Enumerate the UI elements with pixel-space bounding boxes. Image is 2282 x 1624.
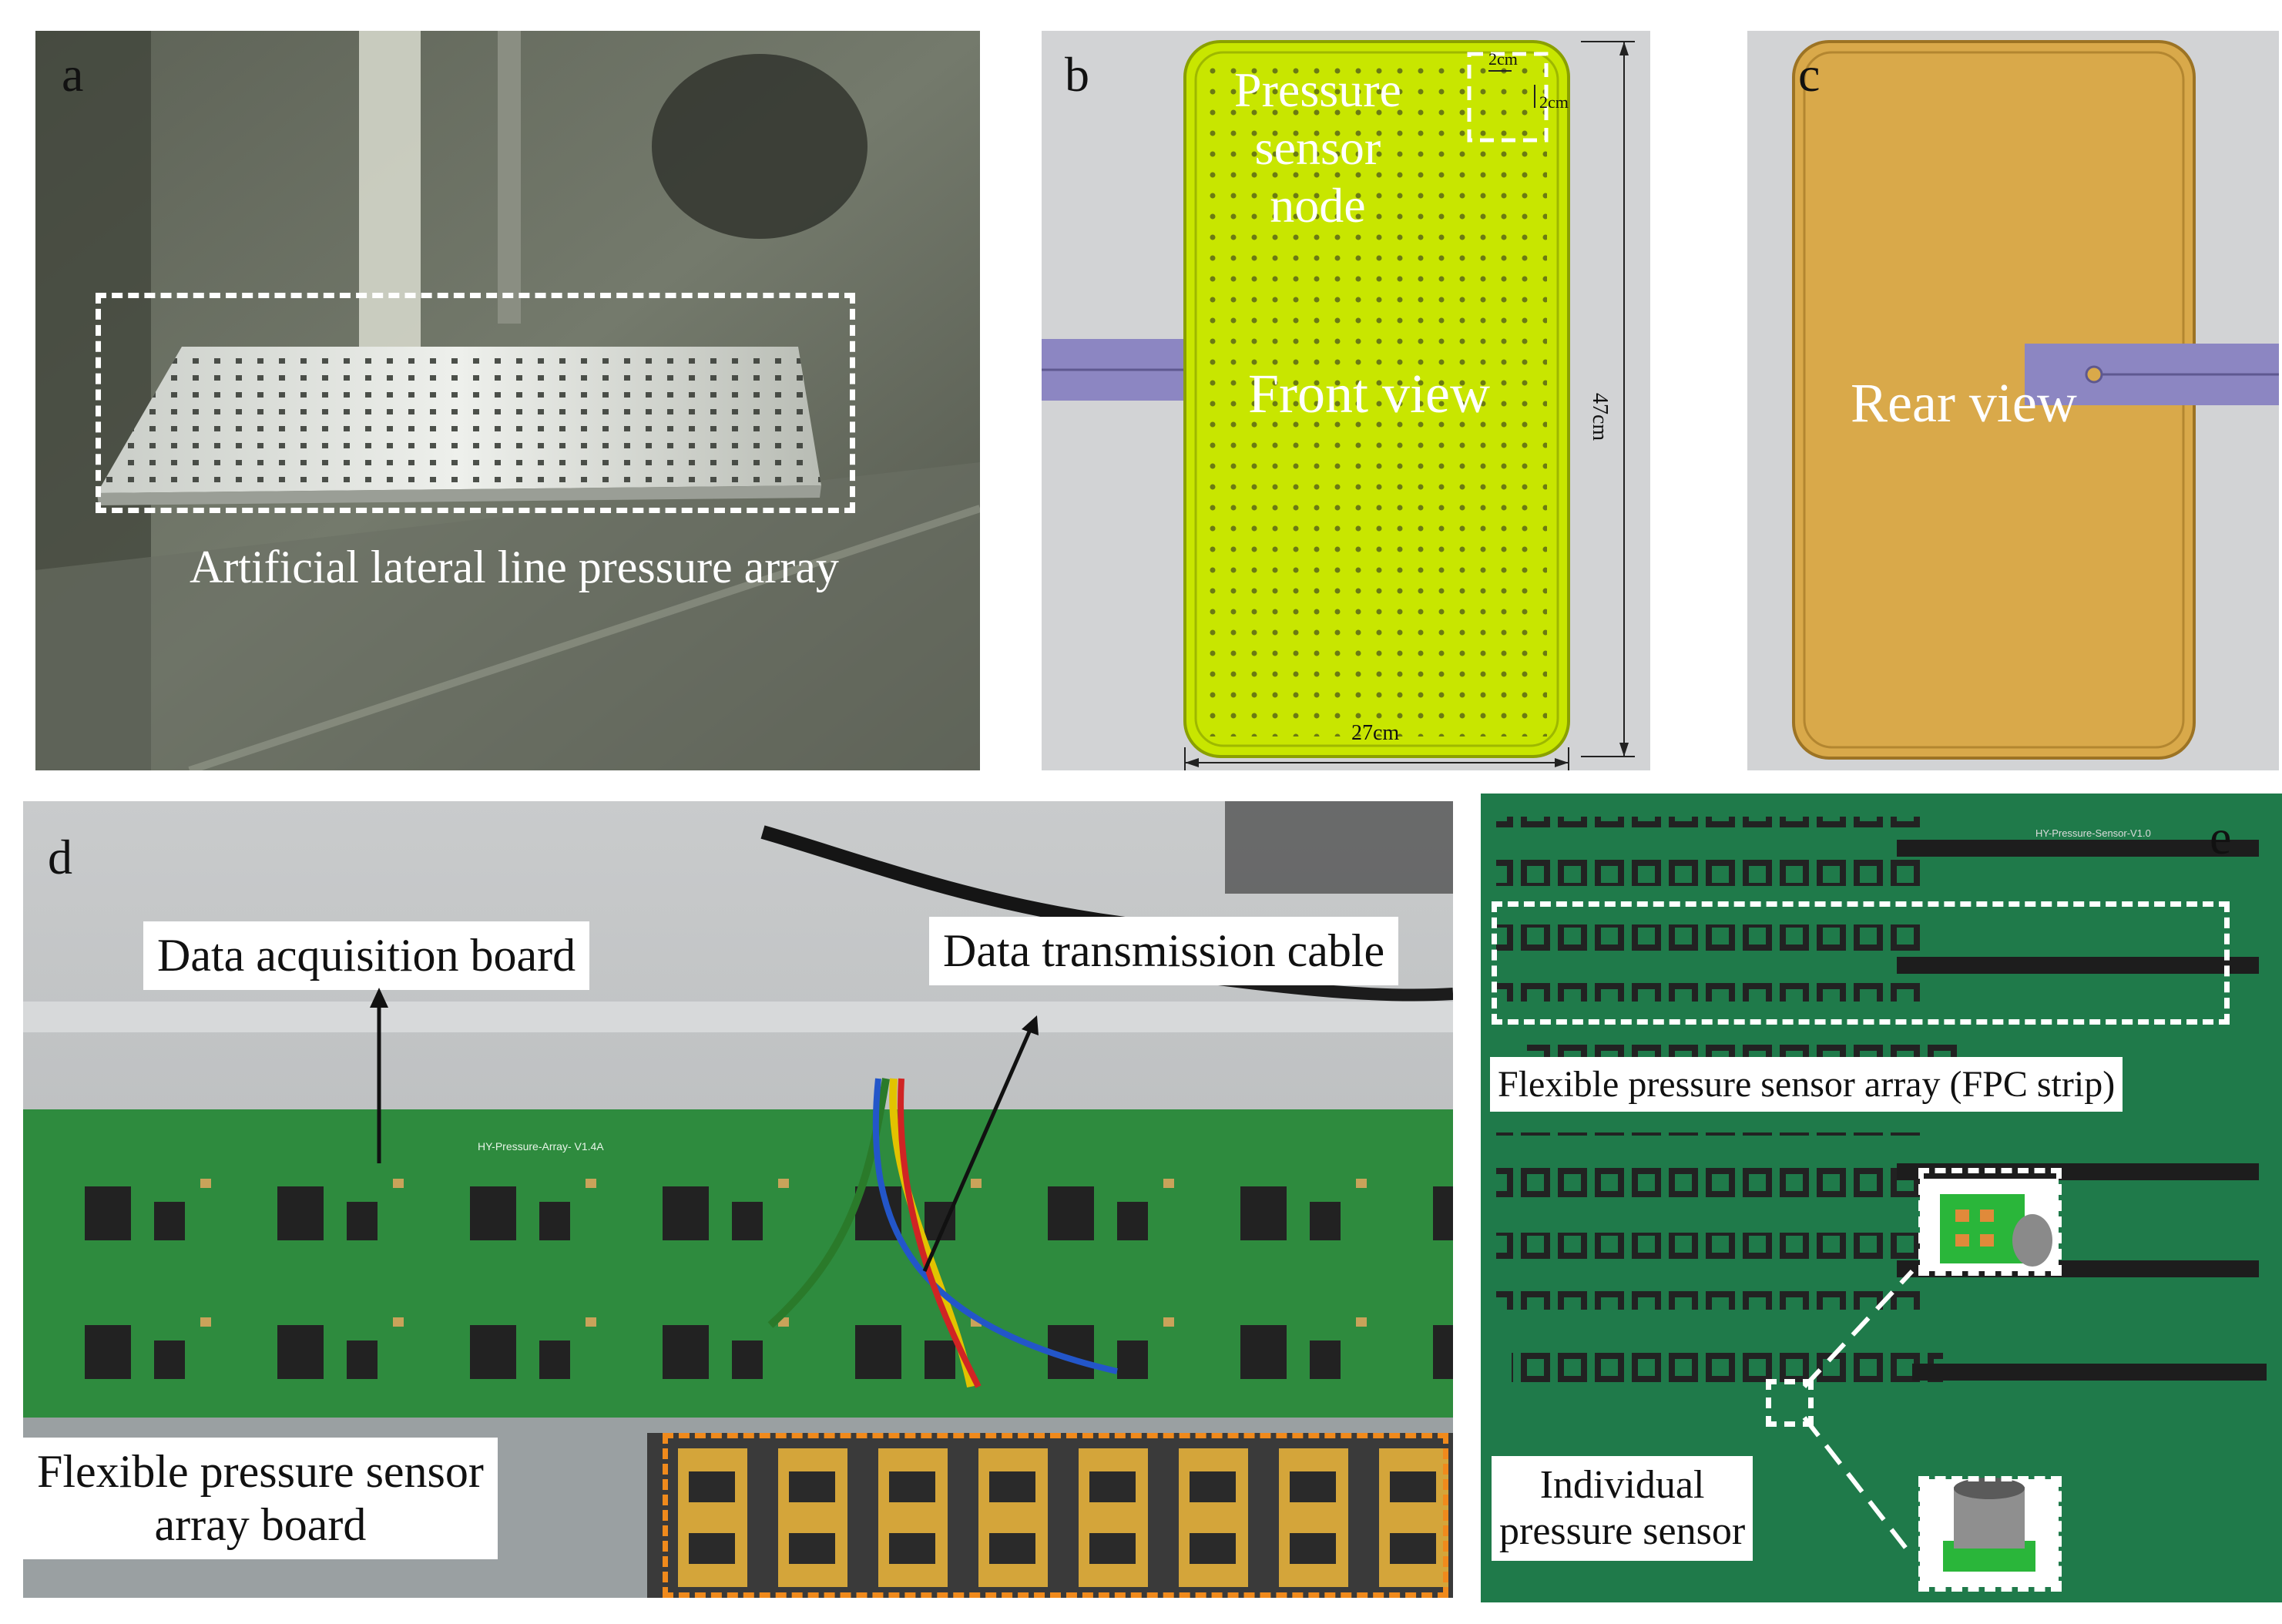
individual-sensor-line1: Individual (1539, 1463, 1705, 1507)
data-cable-label: Data transmission cable (929, 917, 1399, 985)
panel-e: e Flexible pressure sensor array (FPC st… (1481, 794, 2282, 1602)
panel-b-letter: b (1065, 47, 1089, 102)
sensor-zoom-bottom-highlight (1918, 1476, 2062, 1592)
flex-array-label-line2: array board (154, 1499, 367, 1550)
spacing-y-label: 2cm (1539, 92, 1569, 112)
panel-a-letter: a (62, 47, 84, 102)
panel-d: d Data acquisition board Data transmissi… (23, 801, 1453, 1598)
annotation-arrows (370, 988, 1039, 1273)
panel-e-letter: e (2210, 810, 2232, 864)
pressure-sensor-node-label: Pressure sensor node (1234, 62, 1401, 235)
flex-array-highlight (663, 1433, 1448, 1598)
pcb-silkscreen: HY-Pressure-Array- V1.4A (478, 1140, 604, 1153)
flex-array-board-label: Flexible pressure sensor array board (23, 1438, 498, 1559)
individual-sensor-line2: pressure sensor (1499, 1508, 1746, 1553)
individual-sensor-label: Individual pressure sensor (1492, 1456, 1753, 1561)
node-label-line1: Pressure (1234, 62, 1401, 117)
front-view-drawing (1042, 31, 1650, 770)
panel-a: a Artificial lateral line pressure array (35, 31, 980, 770)
width-dimension-label: 27cm (1351, 721, 1400, 745)
fpc-strip-highlight (1492, 901, 2230, 1025)
daq-board-label: Data acquisition board (143, 921, 590, 990)
panel-c-letter: c (1798, 47, 1821, 102)
node-label-line2: sensor (1254, 119, 1381, 175)
panel-a-photo (35, 31, 980, 770)
rear-view-label: Rear view (1851, 372, 2077, 434)
flex-array-label-line1: Flexible pressure sensor (37, 1446, 484, 1497)
panel-b: b Pressure sensor node Front view 2cm 2c… (1042, 31, 1650, 770)
height-dimension-label: 47cm (1588, 393, 1612, 441)
rear-view-drawing (1747, 31, 2279, 770)
fpc-silkscreen: HY-Pressure-Sensor-V1.0 (2035, 827, 2151, 839)
panel-c: c Rear view (1747, 31, 2279, 770)
fpc-strip-label: Flexible pressure sensor array (FPC stri… (1490, 1057, 2123, 1112)
node-label-line3: node (1270, 177, 1366, 233)
panel-a-caption: Artificial lateral line pressure array (190, 542, 839, 592)
sensor-zoom-top-highlight (1918, 1168, 2062, 1276)
front-view-label: Front view (1248, 363, 1490, 424)
pressure-array-highlight (96, 293, 855, 513)
single-sensor-highlight (1766, 1379, 1814, 1427)
panel-d-letter: d (48, 830, 72, 884)
spacing-x-label: 2cm (1488, 49, 1518, 69)
